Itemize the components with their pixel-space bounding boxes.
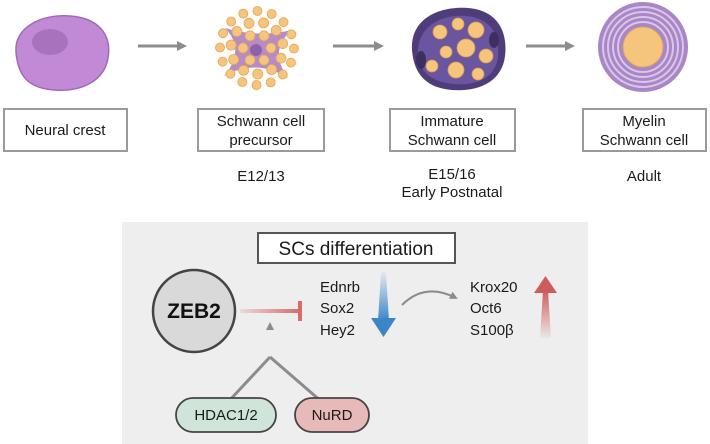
granule (258, 30, 270, 42)
granule (258, 17, 270, 29)
granule (251, 80, 262, 90)
granule (265, 42, 277, 54)
granule (237, 77, 248, 87)
nurd-node (294, 397, 370, 433)
granule (266, 64, 278, 75)
granule (277, 38, 289, 49)
granule (289, 43, 299, 54)
granule (252, 6, 263, 16)
granule (215, 42, 225, 53)
granule (243, 17, 255, 29)
stage-label-2a: Schwann cell (217, 113, 305, 130)
immature-schwann-icon (411, 7, 506, 91)
granule (225, 39, 237, 51)
granule (252, 68, 264, 80)
granule (231, 26, 243, 37)
granule (225, 68, 236, 79)
stage-time-4: Adult (627, 168, 662, 185)
down-arrow-icon (371, 272, 396, 337)
transition-arrow (401, 290, 458, 306)
stage-box-4 (582, 108, 707, 152)
stage-time-3a: E15/16 (428, 166, 476, 183)
granule (266, 9, 277, 19)
stage-box-2 (197, 108, 325, 152)
granule (275, 52, 287, 64)
stage-label-3b: Schwann cell (408, 132, 496, 149)
granule (286, 57, 296, 68)
hdac-node (175, 397, 277, 433)
nurd-connector (269, 355, 323, 404)
schwann-precursor-icon (214, 5, 300, 91)
inhibition-line (240, 309, 300, 313)
granule (258, 54, 270, 66)
granule (238, 64, 250, 76)
granule (226, 16, 237, 27)
panel-title-box (257, 232, 456, 264)
up-gene-1: Krox20 (470, 279, 518, 296)
granule (286, 29, 297, 40)
zeb2-label: ZEB2 (167, 300, 221, 323)
granule (238, 8, 249, 19)
granule (237, 42, 249, 54)
hdac-connector (226, 355, 272, 404)
stage-label-3a: Immature (420, 113, 483, 130)
granule (244, 54, 256, 66)
granule (265, 77, 276, 88)
neural-crest-cell-icon (15, 15, 110, 91)
myelin-schwann-icon (598, 2, 688, 92)
stage-box-3 (389, 108, 516, 152)
zeb2-node (151, 268, 237, 354)
stage-label-2b: precursor (229, 132, 292, 149)
granule (228, 54, 240, 65)
stage-time-2: E12/13 (237, 168, 285, 185)
panel-title: SCs differentiation (279, 239, 434, 260)
stage-label-4a: Myelin (622, 113, 665, 130)
down-gene-1: Ednrb (320, 279, 360, 296)
inhibition-bar (298, 301, 302, 321)
up-gene-3: S100β (470, 322, 514, 339)
granule (277, 69, 288, 80)
granule (278, 17, 289, 28)
hdac-label: HDAC1/2 (194, 407, 257, 424)
down-gene-2: Sox2 (320, 300, 354, 317)
down-gene-3: Hey2 (320, 322, 355, 339)
granule (217, 56, 228, 67)
nurd-label: NuRD (312, 407, 353, 424)
granule (218, 28, 228, 39)
granule (270, 24, 282, 36)
up-arrow-icon (534, 276, 557, 338)
stage-box-1 (3, 108, 128, 152)
stage-time-3b: Early Postnatal (402, 184, 503, 201)
stage-label-4b: Schwann cell (600, 132, 688, 149)
stage-label-1: Neural crest (25, 122, 107, 139)
up-gene-2: Oct6 (470, 300, 502, 317)
granule (244, 30, 256, 42)
